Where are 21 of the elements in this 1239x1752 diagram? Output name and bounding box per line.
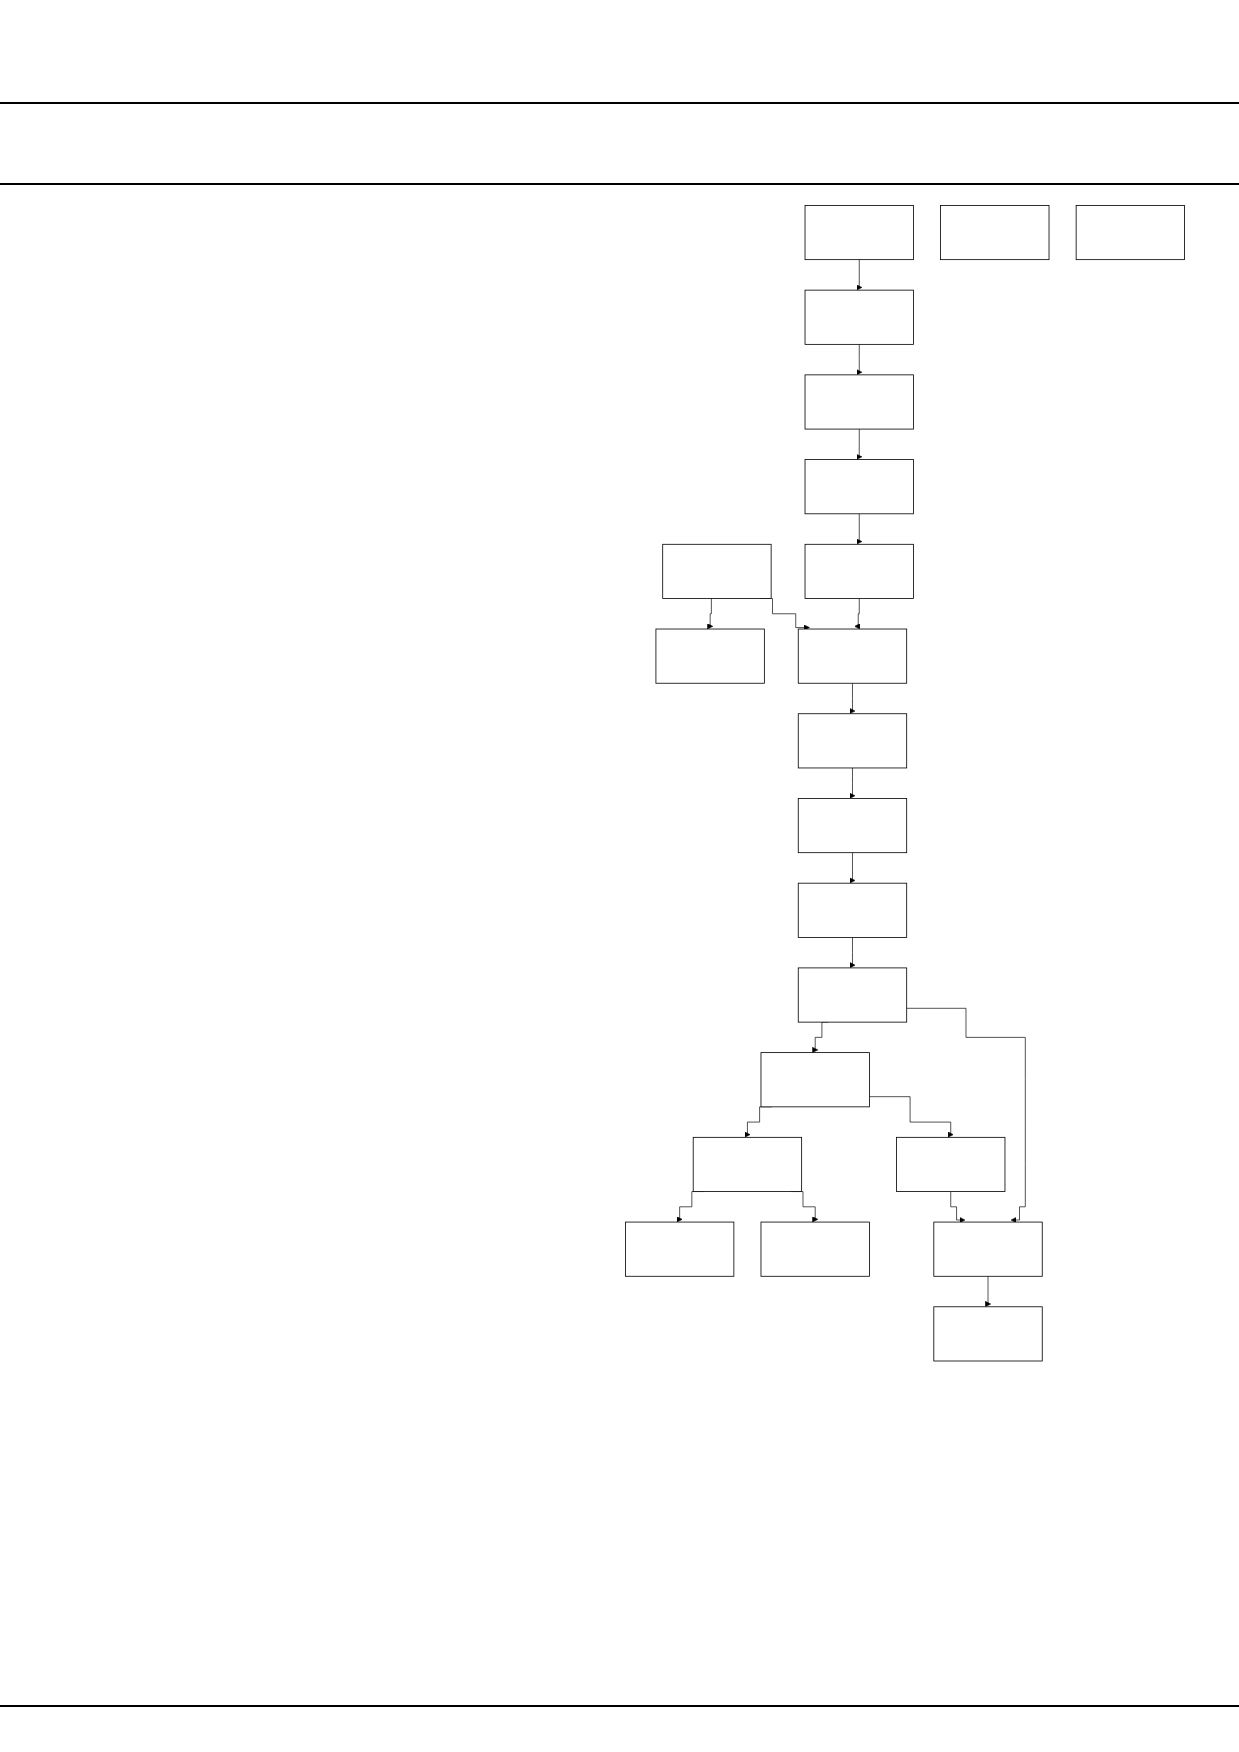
node-box [797, 713, 908, 769]
node-box [797, 967, 908, 1023]
node-box [804, 459, 914, 515]
node-box [896, 1136, 1006, 1192]
node-box [797, 628, 908, 684]
node-box [1075, 205, 1185, 261]
node-box [797, 882, 908, 938]
node-box [760, 1221, 870, 1277]
node-box [662, 543, 772, 599]
node-box [655, 628, 765, 684]
node-box [804, 543, 914, 599]
node-box [804, 205, 914, 261]
node-box [625, 1221, 735, 1277]
node-box [692, 1136, 803, 1192]
node-box [933, 1306, 1043, 1362]
node-box [797, 798, 908, 854]
node-box [933, 1221, 1043, 1277]
node-box [940, 205, 1050, 261]
node-box [804, 289, 914, 345]
node-box [804, 374, 914, 430]
node-box [760, 1052, 870, 1108]
